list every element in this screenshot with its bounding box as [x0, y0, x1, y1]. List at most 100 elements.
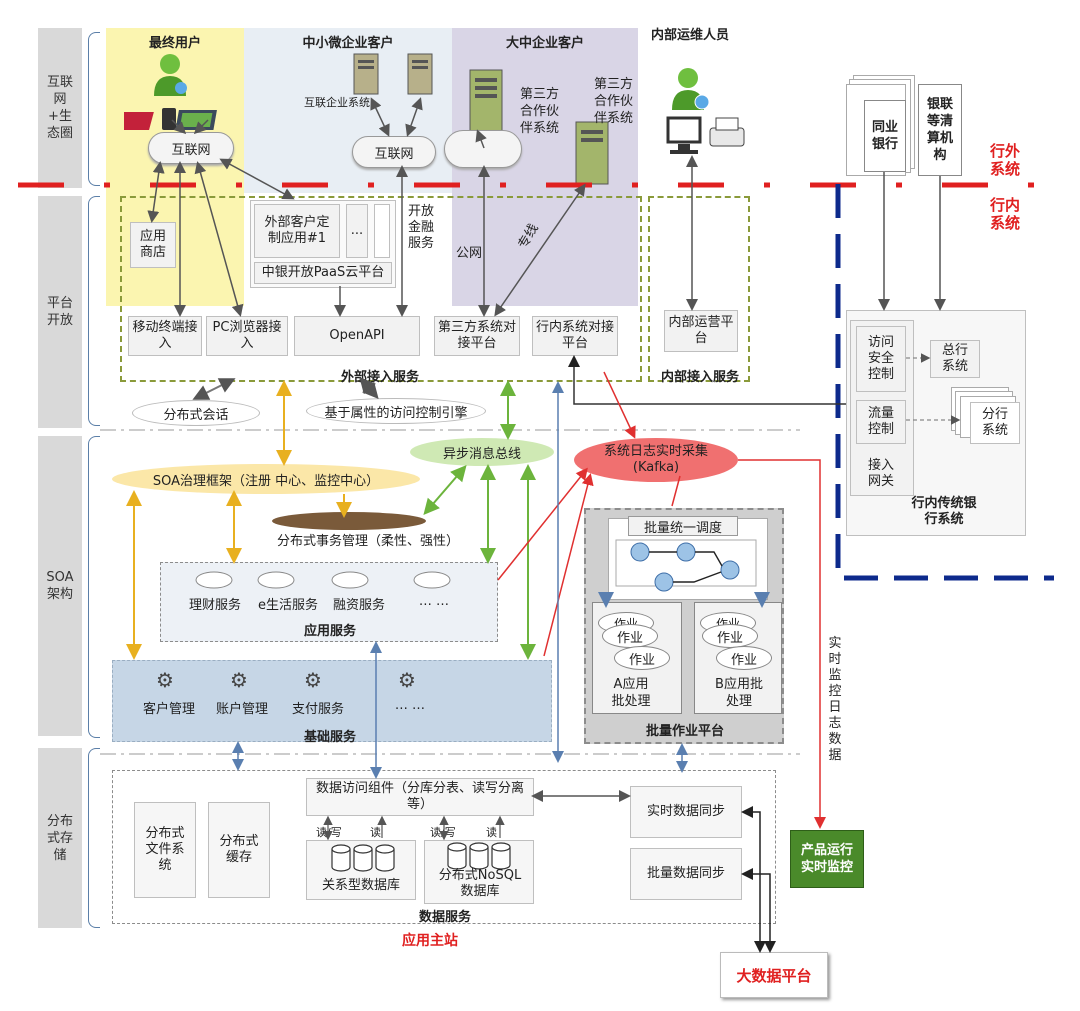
computer-printer-icon: [664, 114, 748, 158]
app-item-elife[interactable]: e生活服务: [258, 598, 318, 613]
base-item-more: … …: [394, 698, 426, 713]
data-service-title: 数据服务: [418, 910, 471, 925]
ext-access-region: [120, 196, 642, 382]
job-a-1[interactable]: 作业: [602, 624, 658, 648]
cloud-internet-1-label: 互联网: [171, 142, 211, 158]
gear-icon-payment: ⚙: [304, 668, 322, 692]
base-item-payment[interactable]: 支付服务: [291, 702, 344, 717]
paas-platform[interactable]: 中银开放PaaS云平台: [254, 262, 392, 284]
job-b-1[interactable]: 作业: [702, 624, 758, 648]
bracket-soa: [88, 436, 100, 738]
soa-governance[interactable]: SOA治理框架（注册 中心、监控中心）: [112, 464, 420, 494]
layer-platform: 平台开放: [38, 196, 82, 428]
pc-access[interactable]: PC浏览器接入: [206, 316, 288, 356]
branch-system[interactable]: 分行系统: [970, 402, 1020, 444]
bracket-storage: [88, 748, 100, 928]
layer-storage: 分布式存储: [38, 748, 82, 928]
data-service-region: [112, 770, 776, 924]
app-store[interactable]: 应用商店: [130, 222, 176, 268]
main-site-label: 应用主站: [402, 933, 458, 949]
access-gateway[interactable]: 接入网关: [867, 458, 894, 489]
r-label-2: 读: [486, 826, 497, 839]
gear-icon-more: ⚙: [398, 668, 416, 692]
base-service-title: 基础服务: [303, 730, 356, 745]
int-access-title: 内部接入服务: [660, 370, 739, 385]
third-party-label-2: 第三方合作伙伴系统: [594, 77, 634, 126]
big-data-platform[interactable]: 大数据平台: [720, 952, 828, 998]
gear-icon-customer: ⚙: [156, 668, 174, 692]
access-security[interactable]: 访问安全控制: [856, 326, 906, 392]
batch-b[interactable]: B应用批处理: [715, 677, 763, 709]
r-label-1: 读: [370, 826, 381, 839]
custom-app-more[interactable]: ...: [346, 204, 368, 258]
batch-platform-title: 批量作业平台: [645, 724, 724, 739]
int-access-region: [648, 196, 750, 382]
server-icon-sme-1: [350, 52, 382, 96]
server-icon-large-2: [572, 120, 612, 186]
unionpay: 银联等清算机构: [918, 84, 962, 176]
layer-soa: SOA架构: [38, 436, 82, 736]
large-title: 大中企业客户: [505, 36, 584, 51]
distributed-session[interactable]: 分布式会话: [132, 400, 260, 426]
job-b-2[interactable]: 作业: [716, 646, 772, 670]
cloud-internet-2-label: 互联网: [374, 146, 414, 162]
batch-a[interactable]: A应用批处理: [611, 677, 651, 709]
realtime-sync[interactable]: 实时数据同步: [630, 786, 742, 838]
custom-app-slot: [374, 204, 390, 258]
bracket-platform: [88, 196, 100, 426]
bank-system-title: 行内传统银行系统: [911, 496, 977, 527]
access-control-engine[interactable]: 基于属性的访问控制引擎: [306, 398, 486, 424]
nosql-db[interactable]: 分布式NoSQL数据库: [438, 868, 522, 899]
open-finance-label: 开放金融服务: [408, 204, 435, 251]
hq-system[interactable]: 总行系统: [930, 340, 980, 378]
ops-avatar-icon: [668, 66, 712, 112]
nosql-cylinders-icon: [446, 842, 512, 870]
third-party-platform[interactable]: 第三方系统对接平台: [434, 316, 520, 356]
dist-tx-disc: [272, 512, 426, 530]
app-item-financing[interactable]: 融资服务: [332, 598, 385, 613]
third-party-label-1: 第三方合作伙伴系统: [520, 87, 560, 136]
base-service-region: [112, 660, 552, 742]
sme-title: 中小微企业客户: [302, 36, 394, 51]
rdb-cylinders-icon: [330, 844, 396, 872]
end-user-title: 最终用户: [148, 36, 201, 51]
custom-app[interactable]: 外部客户定制应用#1: [254, 204, 340, 258]
batch-sync[interactable]: 批量数据同步: [630, 848, 742, 900]
job-a-2[interactable]: 作业: [614, 646, 670, 670]
data-access-component[interactable]: 数据访问组件（分库分表、读写分离等）: [306, 778, 534, 816]
app-service-title: 应用服务: [303, 624, 356, 639]
internet-biz-label: 互联企业系统: [304, 96, 370, 109]
ops-platform[interactable]: 内部运营平台: [664, 310, 738, 352]
schedule-flow-icon: [614, 538, 764, 600]
log-collector-kafka[interactable]: 系统日志实时采集(Kafka): [574, 438, 738, 482]
layer-internet: 互联网+生态圈: [38, 28, 82, 188]
distributed-transaction[interactable]: 分布式事务管理（柔性、强性）: [276, 534, 459, 549]
async-message-bus[interactable]: 异步消息总线: [410, 438, 554, 466]
ops-title: 内部运维人员: [650, 28, 729, 43]
realtime-monitor[interactable]: 产品运行实时监控: [790, 830, 864, 888]
relational-db[interactable]: 关系型数据库: [321, 878, 400, 893]
realtime-log-label: 实时监控日志数据: [828, 636, 842, 763]
base-item-account[interactable]: 账户管理: [215, 702, 268, 717]
dist-file-system[interactable]: 分布式文件系统: [134, 802, 196, 898]
inside-label: 行内系统: [990, 196, 1021, 232]
cloud-internet-2: 互联网: [352, 136, 436, 168]
user-avatar-icon: [150, 52, 190, 98]
flow-control[interactable]: 流量控制: [856, 400, 906, 444]
public-net-label: 公网: [456, 246, 483, 261]
app-item-more: … …: [418, 594, 450, 609]
server-icon-sme-2: [404, 52, 436, 96]
mobile-access[interactable]: 移动终端接入: [128, 316, 202, 356]
peer-bank: 同业银行: [864, 100, 906, 172]
batch-schedule-title[interactable]: 批量统一调度: [628, 516, 738, 536]
bracket-internet: [88, 32, 100, 186]
dist-cache[interactable]: 分布式缓存: [208, 802, 270, 898]
gear-icon-account: ⚙: [230, 668, 248, 692]
openapi[interactable]: OpenAPI: [294, 316, 420, 356]
base-item-customer[interactable]: 客户管理: [142, 702, 195, 717]
outside-label: 行外系统: [990, 142, 1021, 178]
app-item-finance[interactable]: 理财服务: [188, 598, 241, 613]
inner-system-platform[interactable]: 行内系统对接平台: [532, 316, 618, 356]
app-service-ovals: [194, 570, 458, 590]
